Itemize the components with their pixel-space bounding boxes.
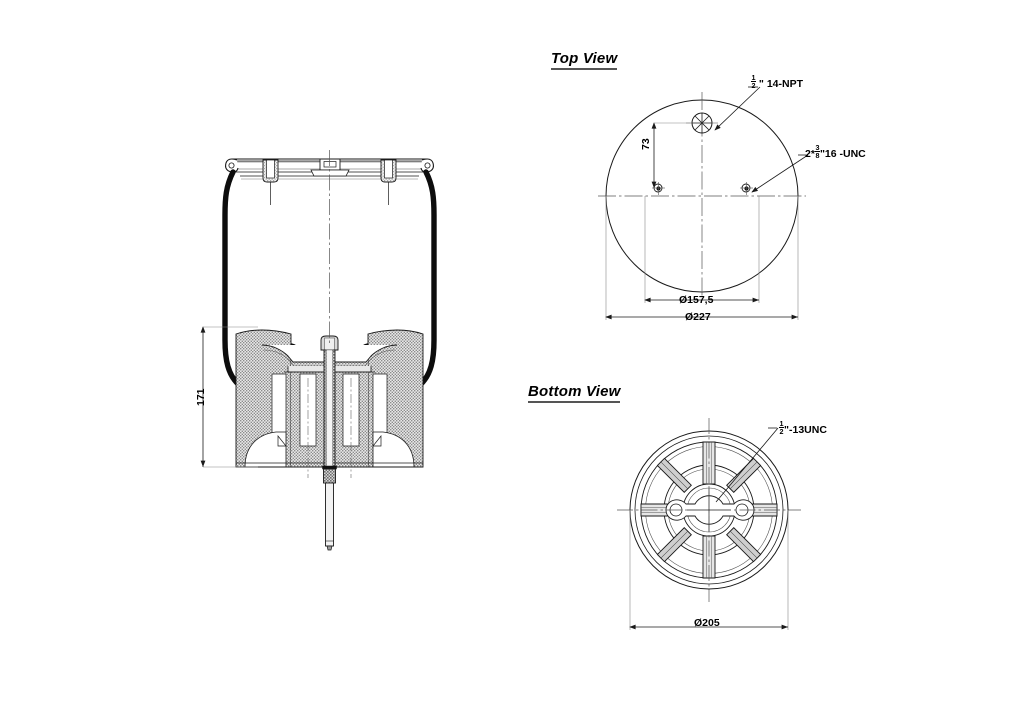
dimension-outer-diameter <box>605 196 799 320</box>
dimension-label-piston-diameter: Ø205 <box>694 617 720 629</box>
dimension-label-port-offset: 73 <box>640 138 652 150</box>
dimension-piston-diameter <box>629 510 789 630</box>
bottom-view <box>617 418 801 630</box>
callout-unc-suffix: "16 -UNC <box>819 147 866 160</box>
dimension-label-height: 171 <box>195 388 207 406</box>
leader-npt <box>714 86 761 131</box>
callout-unc-prefix: 2* <box>805 147 815 160</box>
dimension-label-bolt-circle: Ø157,5 <box>679 294 714 306</box>
dimension-label-outer-diameter: Ø227 <box>685 311 711 323</box>
stud-hole-right <box>740 182 753 195</box>
callout-13unc-suffix: "-13UNC <box>784 423 827 436</box>
cross-section-view <box>200 150 437 551</box>
dimension-73 <box>651 122 690 188</box>
bottom-view-title: Bottom View <box>528 383 621 403</box>
dimension-bolt-circle <box>644 196 760 303</box>
mounting-stud <box>322 349 337 551</box>
leader-unc <box>751 154 809 193</box>
callout-npt-suffix: " 14-NPT <box>756 77 803 90</box>
leader-13unc <box>715 427 779 503</box>
dimension-171 <box>200 326 258 468</box>
top-view <box>598 86 809 320</box>
npt-port <box>686 112 718 134</box>
top-view-title: Top View <box>551 50 618 70</box>
